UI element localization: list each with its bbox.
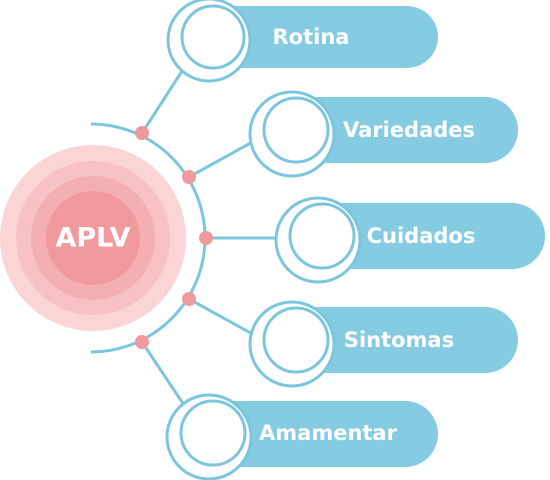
connector-line-amamentar [140,341,186,406]
connector-dot-cuidados [199,231,213,245]
item-inner-ring [262,96,330,164]
connector-line-variedades [188,138,257,179]
connector-line-rotina [140,67,186,134]
center-label: APLV [55,223,130,254]
connector-dot-amamentar [135,335,149,349]
item-sintomas: Sintomas [248,300,518,388]
connector-dot-sintomas [182,292,196,306]
connector-dot-rotina [135,126,149,140]
item-cuidados: Cuidados [274,196,545,284]
connector-lines [140,67,282,406]
item-label: Cuidados [367,224,476,248]
item-label: Variedades [343,118,475,142]
item-label: Amamentar [259,421,398,445]
connector-dots [135,126,213,349]
item-label: Rotina [273,25,350,49]
center-ring-inner [46,191,140,285]
item-label: Sintomas [344,328,454,352]
item-inner-ring [262,306,330,374]
connector-dot-variedades [182,170,196,184]
center-node: APLV [0,145,186,331]
item-inner-ring [288,202,356,270]
item-variedades: Variedades [248,90,518,178]
item-rotina: Rotina [166,0,438,83]
item-inner-ring [180,4,246,70]
connector-line-sintomas [188,297,257,338]
item-amamentar: Amamentar [165,393,438,480]
item-inner-ring [179,399,247,467]
